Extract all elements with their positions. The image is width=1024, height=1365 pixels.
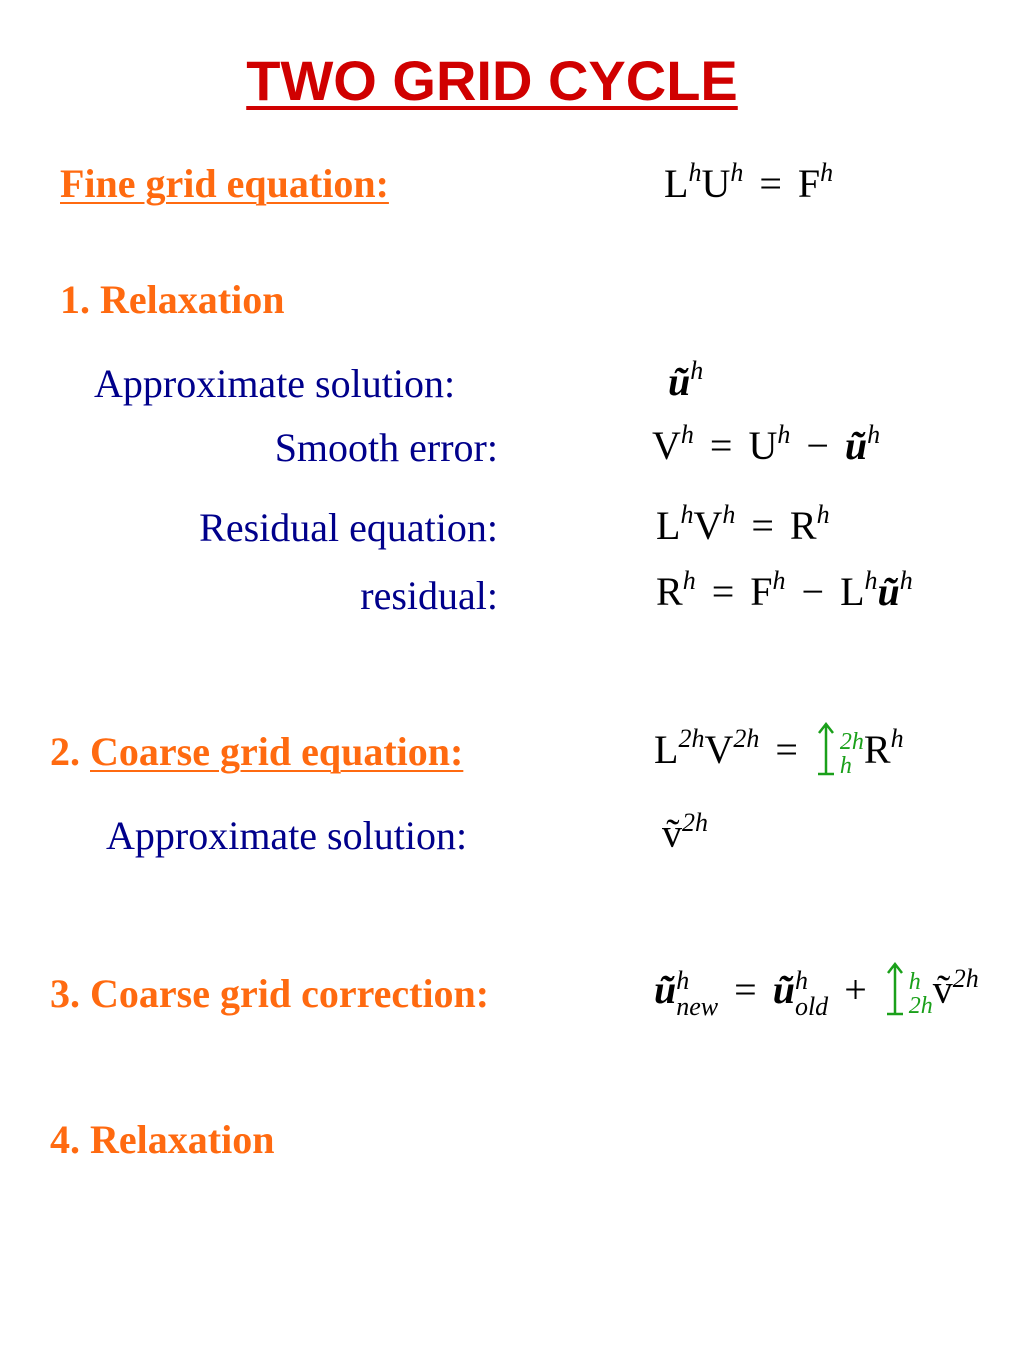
- prolongation-operator-icon: [883, 960, 907, 1028]
- residual-formula: Rh=Fh−Lhũh: [656, 566, 913, 614]
- residual-label: residual:: [360, 573, 498, 618]
- step1-approx-equation: ũh: [668, 356, 704, 404]
- step2-approx-equation: ṽ2h: [662, 808, 708, 856]
- smooth-error-equation: Vh=Uh−ũh: [652, 420, 881, 468]
- step2-heading: 2. Coarse grid equation:: [50, 729, 464, 774]
- residual-equation-label: Residual equation:: [199, 505, 498, 550]
- step3-heading: 3. Coarse grid correction:: [50, 971, 490, 1016]
- smooth-error-label: Smooth error:: [274, 425, 498, 470]
- step2-approx-label: Approximate solution:: [106, 813, 468, 858]
- fine-grid-equation: LhUh=Fh: [664, 158, 834, 206]
- fine-grid-label: Fine grid equation:: [60, 161, 389, 206]
- page-title: TWO GRID CYCLE: [246, 49, 738, 112]
- step4-heading: 4. Relaxation: [50, 1117, 275, 1162]
- step1-approx-label: Approximate solution:: [94, 361, 456, 406]
- restriction-operator-icon: [814, 720, 838, 788]
- residual-equation: LhVh=Rh: [656, 500, 830, 548]
- step1-heading: 1. Relaxation: [60, 277, 285, 322]
